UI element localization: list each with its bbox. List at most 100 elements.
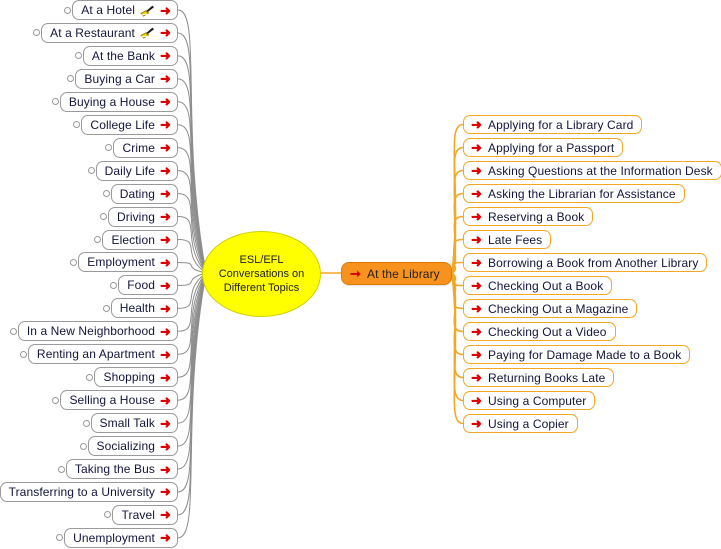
topic-node-label: Taking the Bus — [74, 462, 155, 476]
paintbrush-icon — [140, 5, 155, 18]
topic-node[interactable]: At a Restaurant➜ — [41, 22, 178, 43]
topic-node[interactable]: At the Bank➜ — [83, 45, 178, 66]
red-arrow-icon: ➜ — [471, 278, 482, 293]
collapse-handle[interactable] — [56, 534, 63, 542]
edge-right — [451, 272, 464, 287]
topic-node-label: Driving — [116, 209, 155, 224]
subtopic-node[interactable]: ➜Borrowing a Book from Another Library — [463, 253, 707, 272]
subtopic-node[interactable]: ➜Checking Out a Magazine — [463, 299, 637, 318]
topic-node[interactable]: Employment➜ — [78, 252, 178, 273]
topic-node[interactable]: Driving ➜ — [108, 206, 178, 227]
edge-left — [177, 216, 207, 274]
topic-node-label: Election — [111, 232, 155, 247]
red-arrow-icon: ➜ — [160, 2, 171, 18]
collapse-handle[interactable] — [75, 52, 82, 60]
collapse-handle[interactable] — [86, 373, 93, 381]
edge-left — [177, 272, 207, 447]
red-arrow-icon: ➜ — [160, 186, 171, 202]
branch-node-at-the-library[interactable]: ➞ At the Library — [341, 262, 452, 285]
subtopic-node[interactable]: ➜Applying for a Passport — [463, 138, 623, 157]
topic-node[interactable]: Selling a House➜ — [60, 390, 178, 411]
red-arrow-icon: ➜ — [471, 186, 482, 201]
topic-node-label: Buying a House — [68, 94, 155, 109]
collapse-handle[interactable] — [100, 213, 107, 221]
topic-node[interactable]: Transferring to a University➜ — [0, 481, 178, 502]
red-arrow-icon: ➜ — [160, 415, 171, 431]
topic-node[interactable]: Renting an Apartment➜ — [28, 344, 178, 365]
topic-node[interactable]: Shopping➜ — [94, 367, 178, 388]
topic-node[interactable]: Election➜ — [102, 229, 178, 250]
collapse-handle[interactable] — [88, 167, 95, 175]
collapse-handle[interactable] — [73, 121, 80, 129]
collapse-handle[interactable] — [20, 350, 27, 358]
collapse-handle[interactable] — [83, 419, 90, 427]
subtopic-node[interactable]: ➜Checking Out a Video — [463, 322, 616, 341]
edge-right — [451, 123, 464, 274]
red-arrow-icon: ➜ — [160, 346, 171, 362]
topic-node[interactable]: Buying a House➜ — [60, 91, 178, 112]
collapse-handle[interactable] — [103, 190, 110, 198]
red-arrow-icon: ➜ — [471, 324, 482, 339]
topic-node[interactable]: Small Talk➜ — [91, 413, 178, 434]
topic-node[interactable]: College Life➜ — [81, 114, 178, 135]
red-arrow-icon: ➜ — [160, 277, 171, 293]
red-arrow-icon: ➜ — [471, 347, 482, 362]
red-arrow-icon: ➜ — [160, 254, 171, 270]
collapse-handle[interactable] — [110, 281, 117, 289]
subtopic-node-label: Applying for a Library Card — [488, 117, 634, 132]
red-arrow-icon: ➜ — [471, 393, 482, 408]
collapse-handle[interactable] — [64, 6, 71, 14]
collapse-handle[interactable] — [58, 465, 65, 473]
red-arrow-icon: ➜ — [160, 140, 171, 156]
collapse-handle[interactable] — [33, 29, 40, 37]
edge-left — [177, 272, 207, 378]
root-label-line3: Different Topics — [223, 282, 300, 294]
topic-node[interactable]: Taking the Bus ➜ — [66, 459, 178, 479]
topic-node-label: At the Bank — [91, 48, 155, 63]
collapse-handle[interactable] — [52, 98, 59, 106]
topic-node[interactable]: Socializing➜ — [88, 436, 178, 457]
subtopic-node[interactable]: ➜ Asking the Librarian for Assistance — [463, 184, 685, 203]
collapse-handle[interactable] — [80, 442, 87, 450]
edge-left — [177, 55, 207, 274]
collapse-handle[interactable] — [67, 75, 74, 83]
edge-left — [177, 193, 207, 274]
topic-node-label: Dating — [119, 186, 155, 201]
topic-node-label: Travel — [121, 507, 155, 522]
subtopic-node[interactable]: ➜Applying for a Library Card — [463, 115, 642, 134]
paintbrush-icon — [140, 27, 155, 40]
topic-node[interactable]: Dating ➜ — [111, 183, 178, 204]
collapse-handle[interactable] — [103, 304, 110, 312]
topic-node[interactable]: Crime➜ — [113, 137, 178, 158]
subtopic-node[interactable]: ➜Reserving a Book — [463, 207, 593, 226]
topic-node[interactable]: In a New Neighborhood➜ — [18, 321, 178, 342]
topic-node[interactable]: Travel➜ — [112, 504, 178, 525]
collapse-handle[interactable] — [94, 236, 101, 243]
edge-right — [451, 272, 464, 402]
topic-node[interactable]: Daily Life➜ — [96, 160, 178, 181]
subtopic-node[interactable]: ➜Checking Out a Book — [463, 276, 612, 295]
subtopic-node[interactable]: ➜Returning Books Late — [463, 368, 614, 387]
root-label-line1: ESL/EFL — [239, 254, 284, 266]
topic-node-label: Selling a House — [69, 393, 155, 408]
collapse-handle[interactable] — [70, 258, 77, 266]
subtopic-node[interactable]: ➜Paying for Damage Made to a Book — [463, 345, 690, 364]
subtopic-node[interactable]: ➜Using a Computer — [463, 391, 595, 410]
collapse-handle[interactable] — [52, 396, 59, 404]
subtopic-node[interactable]: ➜Asking Questions at the Information Des… — [463, 161, 721, 180]
topic-node[interactable]: Health➜ — [111, 298, 178, 319]
collapse-handle[interactable] — [104, 511, 111, 519]
red-arrow-icon: ➜ — [160, 209, 171, 225]
subtopic-node[interactable]: ➜Late Fees — [463, 230, 551, 249]
subtopic-node[interactable]: ➜Using a Copier — [463, 414, 578, 433]
topic-node[interactable]: Unemployment➜ — [64, 527, 178, 548]
topic-node[interactable]: At a Hotel➜ — [72, 0, 178, 20]
topic-node[interactable]: Food➜ — [118, 275, 178, 296]
subtopic-node-label: Asking the Librarian for Assistance — [488, 186, 676, 201]
topic-node[interactable]: Buying a Car➜ — [75, 68, 178, 89]
root-node[interactable]: ESL/EFL Conversations on Different Topic… — [202, 231, 321, 317]
collapse-handle[interactable] — [105, 144, 112, 152]
edge-right — [451, 192, 464, 274]
collapse-handle[interactable] — [10, 327, 17, 335]
red-arrow-icon: ➜ — [160, 461, 171, 477]
